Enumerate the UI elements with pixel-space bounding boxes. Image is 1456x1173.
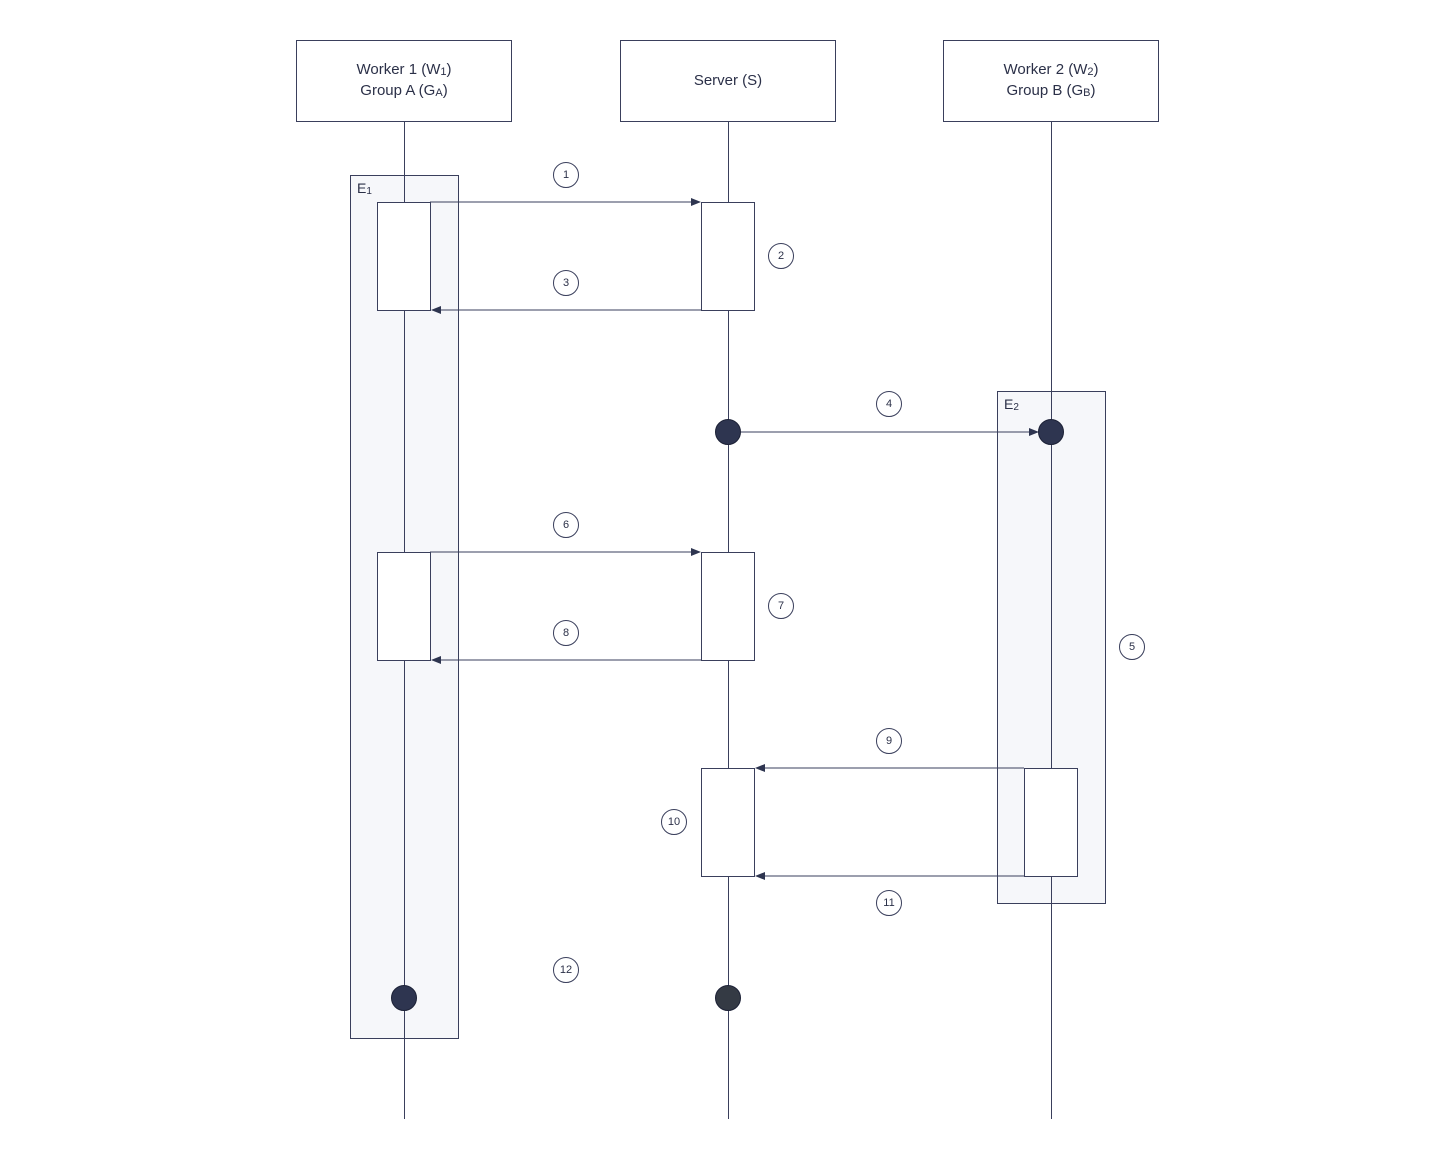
participant-worker-2: Worker 2 (W2) Group B (GB): [943, 40, 1159, 122]
group-e2-letter: E: [1004, 396, 1014, 412]
worker-1-group: Group A (G: [360, 82, 436, 99]
group-label-e1: E1: [357, 180, 372, 197]
worker-1-group-close: ): [442, 82, 448, 99]
lifeline-worker-2: [1051, 122, 1052, 1119]
activation-worker-2: [1024, 768, 1078, 877]
group-e1-letter: E: [357, 180, 367, 196]
step-number: 3: [553, 270, 579, 296]
step-number: 1: [553, 162, 579, 188]
worker-1-title-close: ): [446, 61, 452, 78]
step-number: 11: [876, 890, 902, 916]
event-dot-worker-2: [1038, 419, 1064, 445]
step-number: 5: [1119, 634, 1145, 660]
worker-1-group-subscript: A: [435, 87, 443, 99]
event-dot-worker-1: [391, 985, 417, 1011]
step-number: 7: [768, 593, 794, 619]
activation-worker-1: [377, 202, 431, 311]
step-number: 2: [768, 243, 794, 269]
activation-worker-1: [377, 552, 431, 661]
step-number: 4: [876, 391, 902, 417]
event-dot-server: [715, 985, 741, 1011]
worker-2-group: Group B (G: [1006, 82, 1084, 99]
step-number: 8: [553, 620, 579, 646]
worker-2-title: Worker 2 (W: [1003, 61, 1088, 78]
group-e2-subscript: 2: [1013, 402, 1019, 413]
group-label-e2: E2: [1004, 396, 1019, 413]
activation-server: [701, 552, 755, 661]
step-number: 10: [661, 809, 687, 835]
worker-1-title: Worker 1 (W: [356, 61, 441, 78]
worker-2-group-subscript: B: [1083, 87, 1091, 99]
server-title: Server (S): [693, 72, 763, 89]
activation-server: [701, 202, 755, 311]
participant-server: Server (S): [620, 40, 836, 122]
worker-2-subscript: 2: [1087, 66, 1094, 78]
step-number: 12: [553, 957, 579, 983]
activation-server: [701, 768, 755, 877]
group-e1-subscript: 1: [366, 186, 372, 197]
worker-2-title-close: ): [1093, 61, 1099, 78]
worker-1-subscript: 1: [440, 66, 447, 78]
participant-worker-1: Worker 1 (W1) Group A (GA): [296, 40, 512, 122]
event-dot-server: [715, 419, 741, 445]
step-number: 6: [553, 512, 579, 538]
worker-2-group-close: ): [1090, 82, 1096, 99]
step-number: 9: [876, 728, 902, 754]
